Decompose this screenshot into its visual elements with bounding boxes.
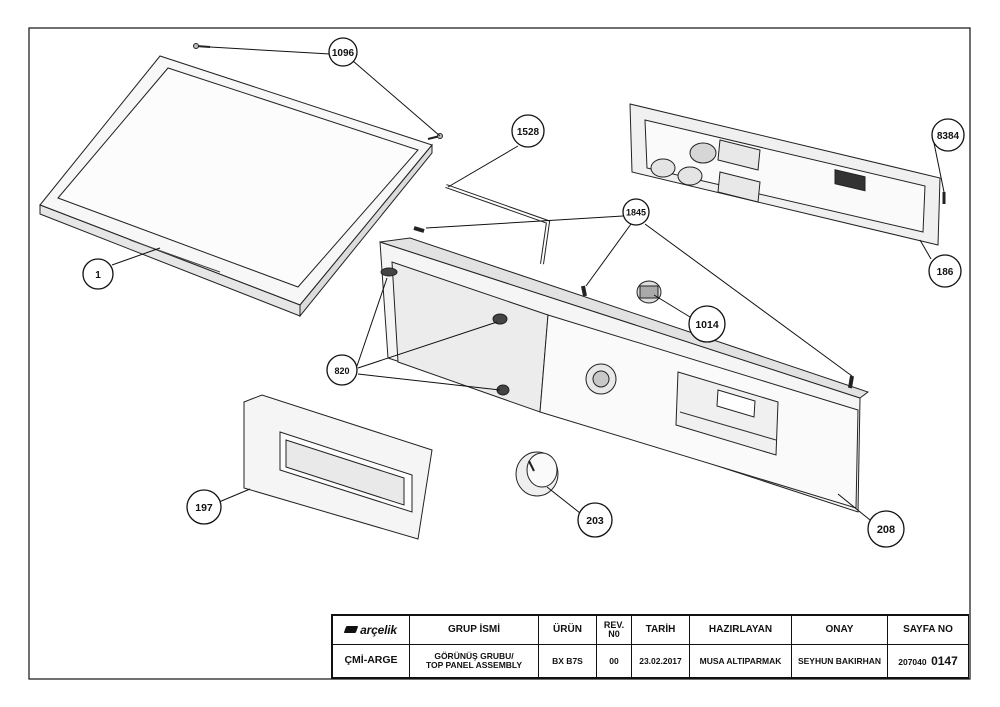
group-name-header: GRUP İSMİ — [409, 615, 539, 645]
drawing-frame — [28, 27, 971, 680]
screw-1096-b — [427, 133, 443, 140]
prepared-value: MUSA ALTIPARMAK — [689, 644, 792, 678]
title-block: arçelik GRUP İSMİ ÜRÜN REV. N0 TARİH HAZ… — [331, 614, 969, 679]
date-header: TARİH — [631, 615, 690, 645]
department-label: ÇMİ-ARGE — [332, 644, 410, 678]
screw-1845-a — [413, 226, 425, 233]
callout-8384: 8384 — [931, 118, 965, 152]
page-number-value: 207040 0147 — [887, 644, 969, 678]
callout-1: 1 — [82, 258, 114, 290]
svg-text:820: 820 — [334, 366, 349, 376]
callout-1096: 1096 — [328, 37, 358, 67]
wire-rod-part — [445, 184, 551, 265]
clip-820-b — [492, 313, 508, 325]
screw-1096-a — [193, 43, 211, 49]
screw-1845-c — [848, 375, 854, 389]
electronic-card-part — [629, 103, 941, 246]
clip-820-a — [380, 267, 398, 277]
group-name-line-1: GÖRÜNÜŞ GRUBU/ — [434, 651, 514, 662]
callout-208: 208 — [867, 510, 905, 548]
knob-part — [515, 451, 559, 497]
product-value: BX B7S — [538, 644, 597, 678]
brand-mark-icon — [343, 625, 359, 633]
group-name-line-2: TOP PANEL ASSEMBLY — [425, 660, 523, 670]
prepared-header: HAZIRLAYAN — [689, 615, 792, 645]
page-header: SAYFA NO — [887, 615, 969, 645]
callout-1845: 1845 — [622, 198, 650, 226]
svg-text:203: 203 — [586, 515, 604, 527]
screw-1845-b — [581, 285, 587, 297]
approved-value: SEYHUN BAKIRHAN — [791, 644, 888, 678]
callout-1528: 1528 — [511, 114, 545, 148]
date-value: 23.02.2017 — [631, 644, 690, 678]
drawer-front-part — [243, 394, 433, 540]
svg-text:1: 1 — [95, 270, 101, 281]
selector-shaft-part — [636, 280, 662, 304]
page-number: 0147 — [931, 653, 958, 668]
svg-text:1528: 1528 — [517, 127, 540, 138]
top-lid-part — [39, 55, 433, 318]
rev-value: 00 — [596, 644, 632, 678]
approved-header: ONAY — [791, 615, 888, 645]
callout-203: 203 — [577, 502, 613, 538]
product-header: ÜRÜN — [538, 615, 597, 645]
group-name-value: GÖRÜNÜŞ GRUBU/ TOP PANEL ASSEMBLY — [409, 644, 539, 678]
svg-text:186: 186 — [937, 267, 954, 278]
callout-820: 820 — [326, 354, 358, 386]
brand-logo: arçelik — [332, 615, 410, 645]
page-prefix: 207040 — [898, 656, 927, 667]
callout-1014: 1014 — [688, 305, 726, 343]
rev-header: REV. N0 — [596, 615, 632, 645]
callout-186: 186 — [928, 254, 962, 288]
svg-text:197: 197 — [195, 502, 213, 514]
svg-text:208: 208 — [877, 524, 895, 536]
leader-lines — [111, 46, 945, 521]
callout-197: 197 — [186, 489, 222, 525]
control-panel-part — [379, 237, 870, 513]
svg-text:8384: 8384 — [937, 131, 960, 142]
svg-text:1014: 1014 — [695, 319, 719, 331]
svg-text:1096: 1096 — [332, 48, 355, 59]
svg-text:1845: 1845 — [626, 208, 646, 218]
